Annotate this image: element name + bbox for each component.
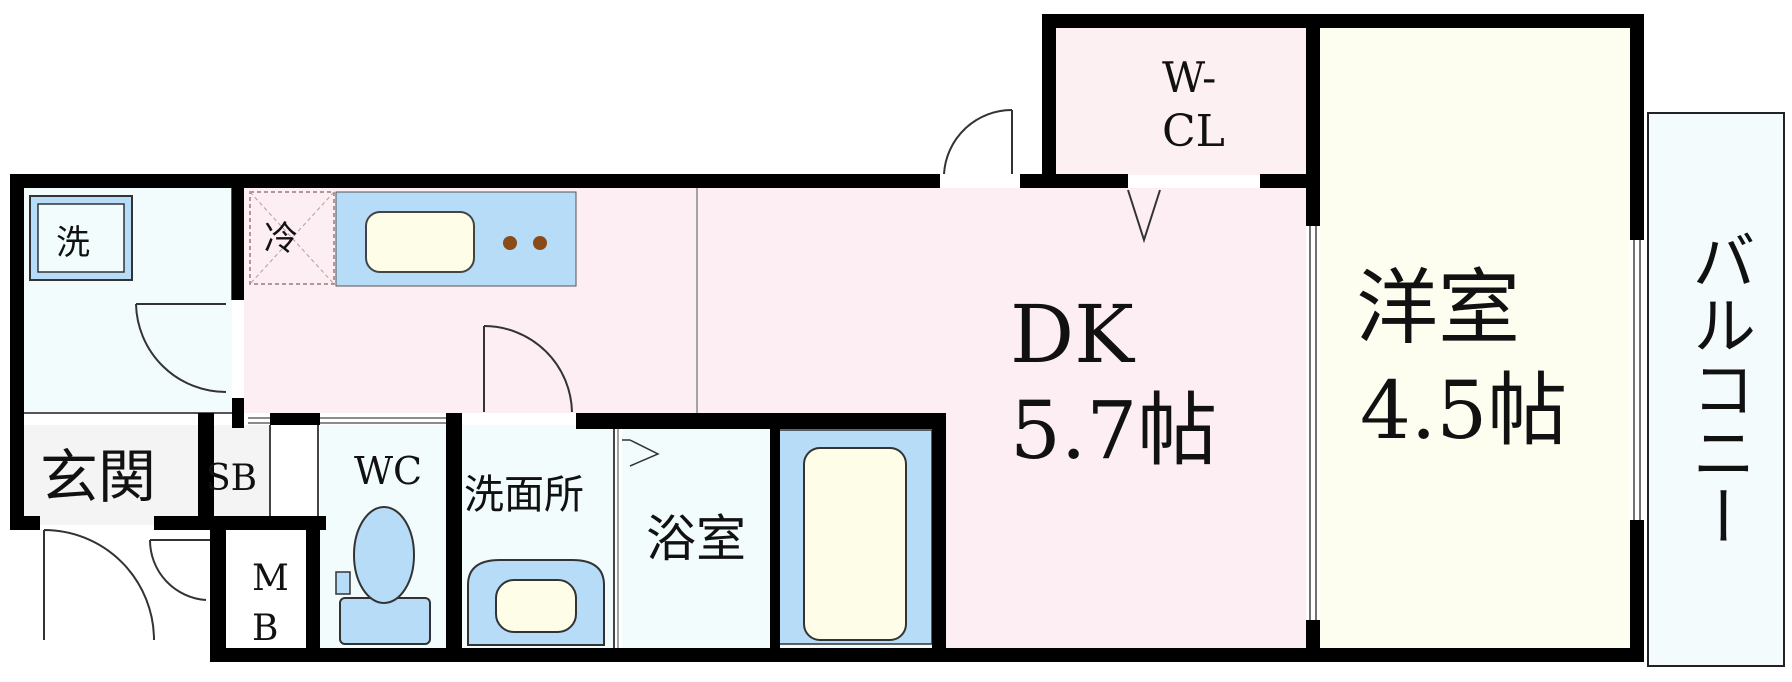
shoebox-label: SB [206,458,257,499]
toilet-tank [339,597,431,645]
washbasin-bowl [495,579,577,633]
western-room-size: 4.5帖 [1360,364,1567,457]
western-room-name: 洋室 [1356,261,1520,356]
balcony-label: バルコニー [1681,228,1755,548]
entrance-label: 玄関 [40,443,156,511]
kitchen-sink [365,211,475,273]
balcony-floor [1647,112,1785,667]
toilet-bowl [353,506,415,604]
exterior-walls [10,14,1644,662]
dk-name: DK [1010,288,1135,381]
stove-burner-left [503,236,517,250]
stove-burner-right [533,236,547,250]
toilet-label: WC [354,449,422,493]
bathroom-label: 浴室 [646,510,746,568]
meterbox-label-line1: M [252,558,289,599]
entrance-floor [24,425,198,525]
washroom-label: 洗面所 [464,472,584,518]
wcl-label-line2: CL [1162,106,1225,157]
wcl-label-line1: W- [1162,53,1216,102]
dk-size: 5.7帖 [1010,384,1217,477]
western-room-floor [1320,28,1630,648]
meterbox-floor [226,530,306,648]
fridge-label: 冷 [264,219,298,259]
washer-label: 洗 [56,223,90,263]
meterbox-label-line2: B [252,608,278,649]
fridge-space [249,191,335,285]
dk-floor-lower [940,413,1306,648]
wcl-floor [1056,28,1306,175]
bathtub-basin [803,447,907,641]
